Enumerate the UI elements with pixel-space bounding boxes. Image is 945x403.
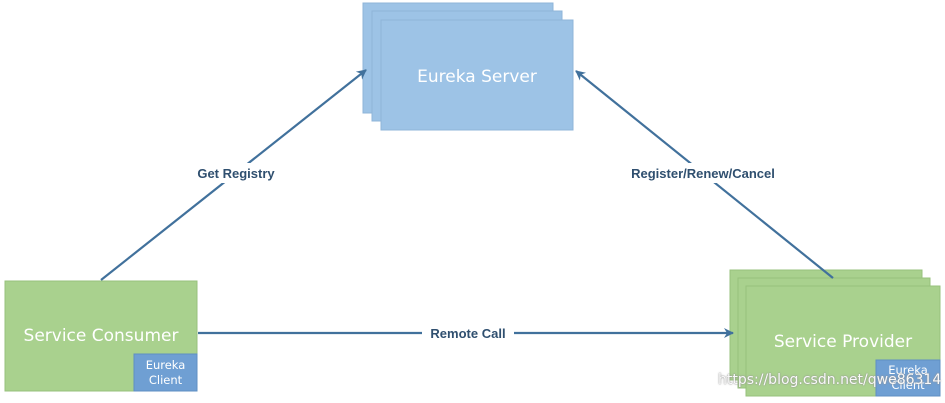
provider-eureka-client-badge	[875, 359, 941, 397]
provider-label: Service Provider	[774, 332, 912, 352]
eureka-server-node: Eureka Server	[362, 2, 574, 131]
register-label-bg	[620, 163, 786, 183]
server-stack-front	[380, 19, 574, 131]
provider-client-label-line2: Client	[891, 378, 925, 392]
watermark: https://blog.csdn.net/qwe86314	[718, 372, 942, 388]
consumer-client-label-line1: Eureka	[146, 358, 186, 372]
get-registry-label-bg	[191, 163, 281, 183]
get-registry-label: Get Registry	[197, 166, 275, 181]
consumer-label: Service Consumer	[24, 326, 179, 346]
server-label: Eureka Server	[417, 67, 537, 87]
consumer-eureka-client-badge	[133, 353, 198, 392]
service-consumer-node: Service Consumer Eureka Client	[4, 280, 198, 392]
consumer-client-label-line2: Client	[149, 373, 183, 387]
remote-call-label-bg	[422, 323, 514, 343]
register-label: Register/Renew/Cancel	[631, 166, 775, 181]
service-provider-node: Service Provider Eureka Client	[729, 269, 941, 397]
provider-client-label-line1: Eureka	[888, 363, 928, 377]
remote-call-label: Remote Call	[430, 326, 505, 341]
